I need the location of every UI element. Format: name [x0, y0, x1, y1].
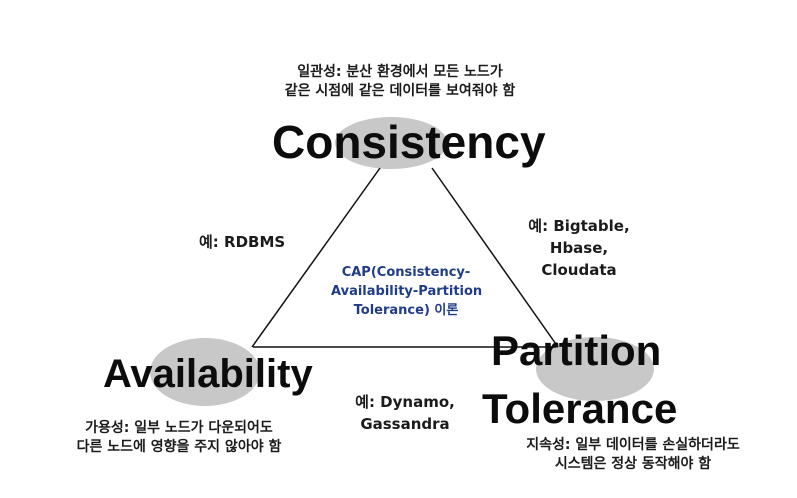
cap-theorem-title: CAP(Consistency- Availability-Partition …	[331, 263, 483, 320]
consistency-description: 일관성: 분산 환경에서 모든 노드가 같은 시점에 같은 데이터를 보여줘야 …	[250, 63, 550, 101]
edge-label-consistency-availability: 예: RDBMS	[199, 231, 285, 253]
availability-description: 가용성: 일부 노드가 다운되어도 다른 노드에 영향을 주지 않아야 함	[44, 419, 314, 457]
cap-title-line3: Tolerance) 이론	[353, 303, 459, 318]
consistency-desc-line2: 같은 시점에 같은 데이터를 보여줘야 함	[284, 83, 516, 99]
availability-desc-line2: 다른 노드에 영향을 주지 않아야 함	[76, 439, 282, 455]
availability-title: Availability	[103, 352, 313, 396]
partition-desc-line1: 지속성: 일부 데이터를 손실하더라도	[526, 437, 740, 453]
rdbms-example: 예: RDBMS	[199, 233, 286, 251]
availability-desc-line1: 가용성: 일부 노드가 다운되어도	[85, 420, 273, 436]
partition-description: 지속성: 일부 데이터를 손실하더라도 시스템은 정상 동작해야 함	[498, 436, 768, 474]
consistency-title: Consistency	[272, 116, 546, 168]
cap-title-line2: Availability-Partition	[331, 284, 483, 299]
bigtable-example: 예: Bigtable,	[528, 217, 630, 235]
consistency-node-ellipse	[335, 117, 447, 169]
consistency-desc-line1: 일관성: 분산 환경에서 모든 노드가	[297, 64, 503, 80]
dynamo-example: 예: Dynamo,	[355, 393, 455, 411]
partition-desc-line2: 시스템은 정상 동작해야 함	[554, 456, 712, 472]
edge-label-availability-partition: 예: Dynamo, Gassandra	[345, 391, 465, 435]
hbase-example: Hbase,	[549, 239, 609, 257]
partition-title-line2: Tolerance	[482, 385, 678, 432]
edge-label-consistency-partition: 예: Bigtable, Hbase, Cloudata	[524, 215, 634, 281]
edge-consistency-availability	[251, 167, 381, 348]
cap-title-line1: CAP(Consistency-	[341, 265, 471, 280]
availability-node-ellipse	[150, 338, 260, 406]
partition-title-line1: Partition	[491, 327, 662, 374]
cloudata-example: Cloudata	[541, 261, 617, 279]
gassandra-example: Gassandra	[360, 415, 450, 433]
edge-consistency-partition	[431, 167, 559, 348]
